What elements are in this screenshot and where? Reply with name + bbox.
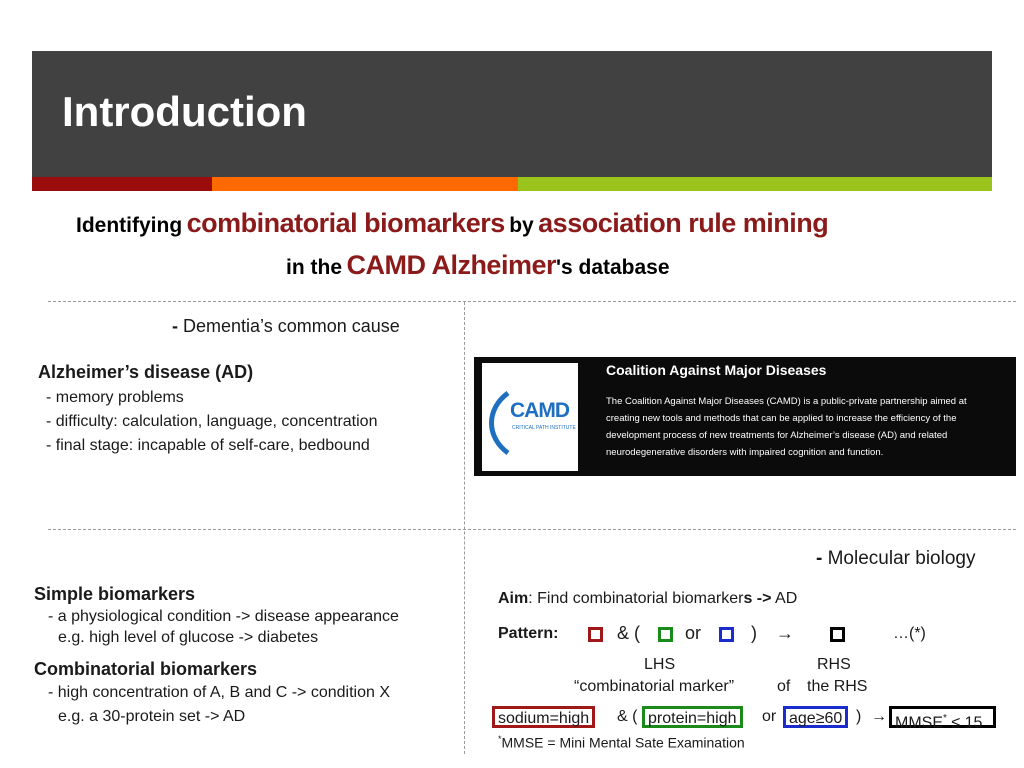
dementia-text: Dementia’s common cause [183,316,400,336]
ad-item-2: - difficulty: calculation, language, con… [46,413,378,430]
camd-banner-line-4: neurodegenerative disorders with impaire… [606,447,884,458]
slide-title: Introduction [62,88,307,135]
example-mmse-label: MMSE [895,714,943,732]
example-mmse-sup: * [943,713,947,724]
stripe-green [518,177,992,191]
aim-line: Aim: Find combinatorial biomarkers -> AD [498,590,797,608]
example-mmse: MMSE* ≤ 15 [889,706,996,732]
camd-banner-body: The Coalition Against Major Diseases (CA… [606,393,1011,461]
title-bar [32,51,992,177]
example-close: ) [856,708,862,725]
pattern-or: or [685,623,702,643]
camd-banner-title: Coalition Against Major Diseases [606,362,827,378]
simple-line-1: - a physiological condition -> disease a… [48,608,399,625]
dementia-line: - Dementia’s common cause [172,316,400,337]
example-protein: protein=high [642,706,743,728]
rhs-description: the RHS [807,678,868,695]
footnote-star: * [498,734,502,744]
lhs-label: LHS [644,656,676,673]
subtitle-arm: association rule mining [538,208,829,238]
molecular-line: - Molecular biology [816,548,975,570]
molecular-dash: - [816,548,823,569]
footnote-text: MMSE = Mini Mental Sate Examination [501,734,745,751]
separator-top [48,301,1016,302]
simple-heading: Simple biomarkers [34,584,196,604]
ad-heading: Alzheimer’s disease (AD) [38,362,254,382]
pattern-star: …(*) [893,625,926,642]
combo-line-2: e.g. a 30-protein set -> AD [58,708,246,725]
pattern-close: ) [751,623,757,643]
ad-item-1: - memory problems [46,389,184,406]
pattern-label: Pattern: [498,625,559,642]
camd-banner-line-3: development process of new treatments fo… [606,430,948,441]
separator-middle [48,529,1016,530]
camd-banner-line-1: The Coalition Against Major Diseases (CA… [606,396,967,407]
ad-item-3: - final stage: incapable of self-care, b… [46,437,370,454]
example-mmse-value: ≤ 15 [946,714,983,732]
pattern-box-green [658,627,673,642]
camd-logo-graphic [489,390,510,456]
aim-end: AD [771,590,798,607]
example-arrow-icon: → [871,708,887,725]
subtitle-database: 's database [555,256,670,279]
footnote: *MMSE = Mini Mental Sate Examination [498,734,745,751]
simple-line-2: e.g. high level of glucose -> diabetes [58,629,319,646]
dementia-dash: - [172,316,178,336]
camd-logo-subtext: CRITICAL PATH INSTITUTE [512,425,576,431]
pattern-box-black [830,627,845,642]
subtitle-line-2: in the CAMD Alzheimer's database [286,250,670,281]
subtitle-combinatorial: combinatorial biomarkers [186,208,506,238]
subtitle-in-the: in the [286,256,342,279]
rhs-label: RHS [817,656,851,673]
subtitle-line-1: Identifying combinatorial biomarkers by … [76,208,829,239]
stripe-red [32,177,212,191]
subtitle-camd: CAMD Alzheimer [346,250,556,280]
camd-logo: CAMD CRITICAL PATH INSTITUTE [482,363,578,471]
pattern-amp: & ( [617,623,641,643]
example-age: age≥60 [783,706,849,728]
stripe-orange [212,177,518,191]
example-amp: & ( [617,708,638,725]
pattern-arrow-icon: → [776,623,794,643]
example-or: or [762,708,777,725]
example-sodium: sodium=high [492,706,596,728]
camd-logo-text: CAMD [510,399,570,422]
subtitle-by: by [509,214,534,237]
pattern-box-red [588,627,603,642]
lhs-description: “combinatorial marker” [574,678,735,695]
combo-line-1: - high concentration of A, B and C -> co… [48,684,390,701]
camd-banner-line-2: creating new tools and methods that can … [606,413,957,424]
molecular-text: Molecular biology [827,548,976,569]
pattern-box-blue [719,627,734,642]
aim-label: Aim [498,590,529,607]
aim-text: : Find combinatorial biomarker [528,590,744,607]
subtitle-identifying: Identifying [76,214,183,237]
aim-arrow: s -> [743,590,772,607]
of-text: of [777,678,791,695]
combo-heading: Combinatorial biomarkers [34,659,258,679]
separator-vertical [464,302,465,754]
